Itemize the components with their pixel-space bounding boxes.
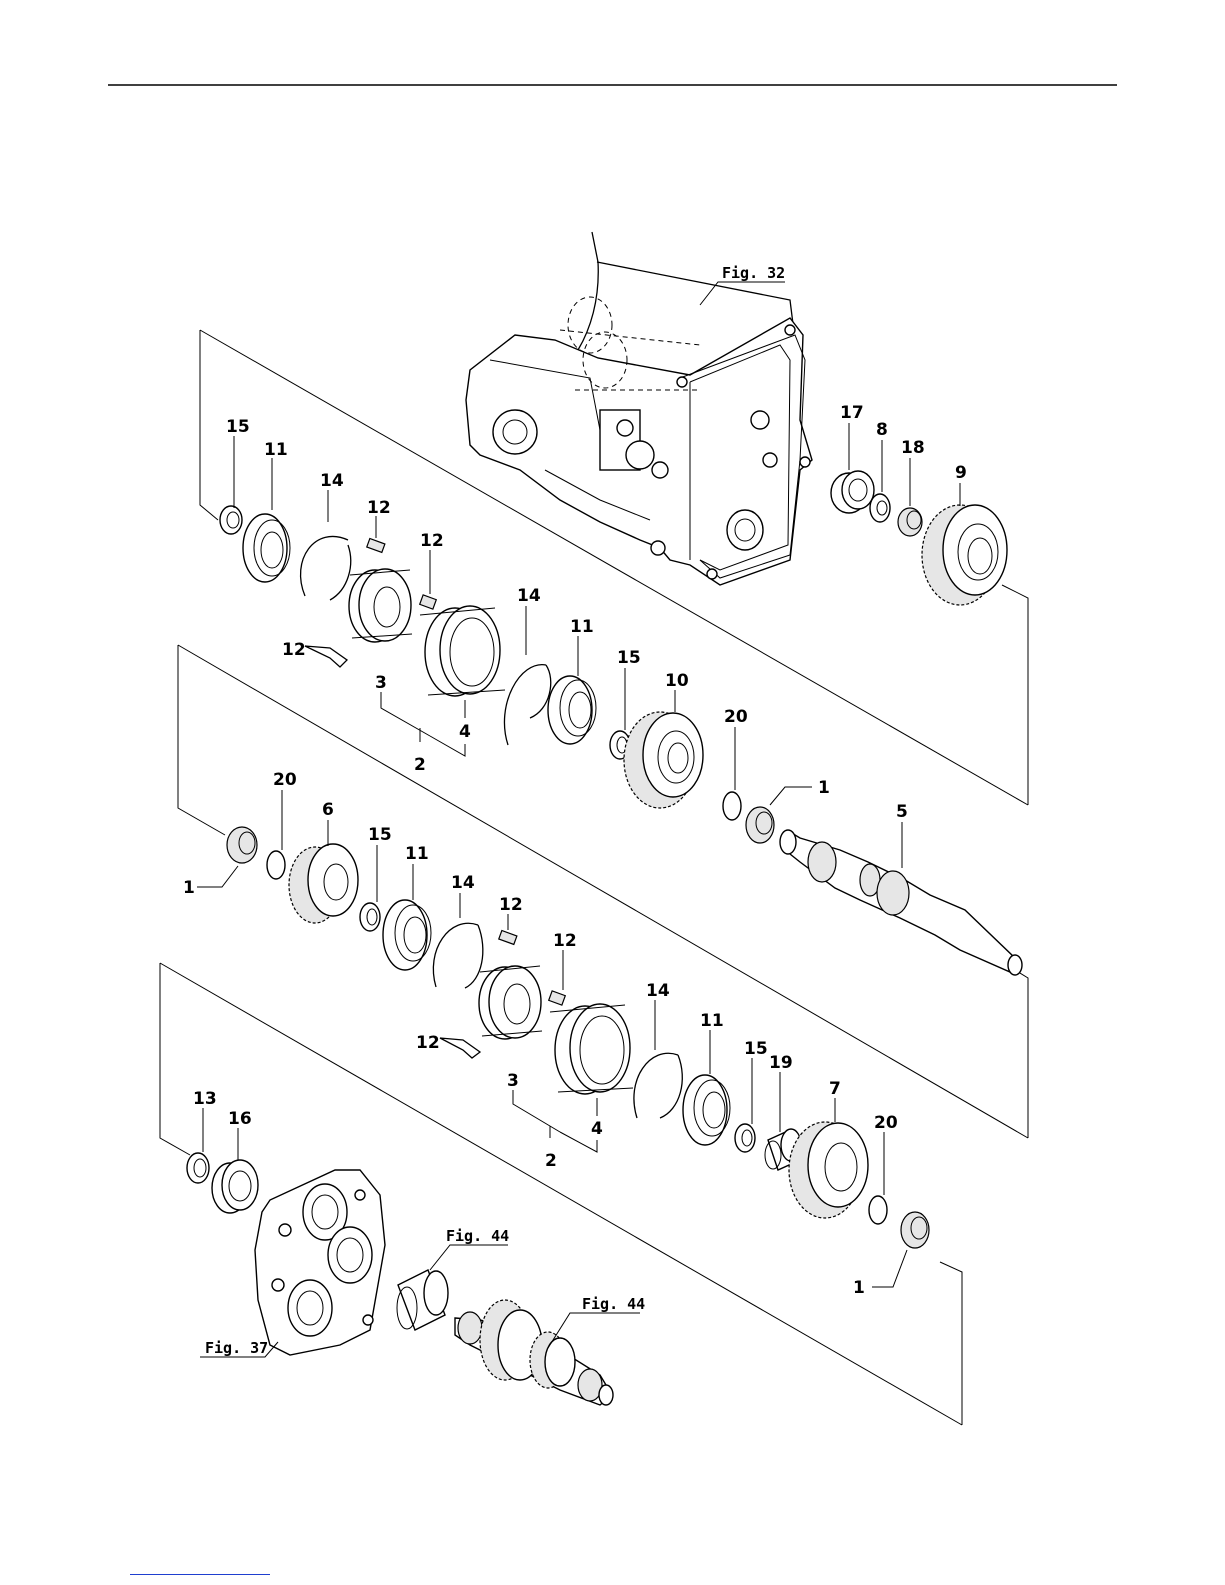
callout-14-b: 14 <box>517 586 541 606</box>
bearing-16 <box>212 1128 258 1213</box>
callout-14-a: 14 <box>320 471 344 491</box>
callout-20-b: 20 <box>273 770 297 790</box>
callout-11-b: 11 <box>570 617 594 637</box>
callout-12-c: 12 <box>282 640 306 660</box>
callout-3-a: 3 <box>375 673 387 693</box>
callout-12-b: 12 <box>420 531 444 551</box>
callout-4-a: 4 <box>459 722 471 742</box>
callout-11-a: 11 <box>264 440 288 460</box>
needle-bearing-1-upper <box>746 787 812 843</box>
synchro-ring-11-middle-b <box>683 1030 730 1145</box>
key-12-middle-top <box>499 914 517 944</box>
callout-12-a: 12 <box>367 498 391 518</box>
spring-14-middle-b <box>634 1000 682 1118</box>
callout-6: 6 <box>322 800 334 820</box>
spring-14-middle <box>433 893 483 988</box>
callout-14-c: 14 <box>451 873 475 893</box>
callout-11-d: 11 <box>700 1011 724 1031</box>
callout-17: 17 <box>840 403 864 423</box>
key-12-middle-left <box>440 1038 480 1058</box>
callout-13: 13 <box>193 1089 217 1109</box>
gear-7 <box>789 1098 868 1218</box>
callout-8: 8 <box>876 420 888 440</box>
gear-9 <box>922 483 1007 605</box>
countershaft-fig44 <box>455 1300 640 1405</box>
callout-1-a: 1 <box>818 778 830 798</box>
snap-ring-15-middle <box>360 845 380 931</box>
synchro-ring-11-middle <box>383 864 431 970</box>
callout-7: 7 <box>829 1079 841 1099</box>
callout-4-b: 4 <box>591 1119 603 1139</box>
transmission-housing <box>466 232 812 585</box>
callout-12-e: 12 <box>553 931 577 951</box>
sleeve-4-upper <box>420 606 505 718</box>
callout-20-a: 20 <box>724 707 748 727</box>
callout-15-b: 15 <box>617 648 641 668</box>
bracket-2-middle <box>513 1090 597 1152</box>
callout-20-c: 20 <box>874 1113 898 1133</box>
spring-14-upper-b <box>504 606 550 745</box>
key-12-upper-top <box>367 516 385 552</box>
callout-19: 19 <box>769 1053 793 1073</box>
callout-5: 5 <box>896 802 908 822</box>
callout-12-d: 12 <box>499 895 523 915</box>
synchro-ring-11-upper <box>243 458 290 582</box>
key-12-middle-right <box>549 950 566 1005</box>
callout-1-c: 1 <box>853 1278 865 1298</box>
callout-14-d: 14 <box>646 981 670 1001</box>
needle-bearing-18 <box>898 458 922 536</box>
key-12-upper-left <box>305 646 347 667</box>
bearing-17 <box>831 423 874 513</box>
snap-ring-15-middle-b <box>735 1058 755 1152</box>
callout-15-a: 15 <box>226 417 250 437</box>
gear-6 <box>289 820 358 923</box>
callout-2-b: 2 <box>545 1151 557 1171</box>
fig32-label: Fig. 32 <box>722 264 785 282</box>
spring-14-upper <box>301 490 351 600</box>
snap-ring-15-upper <box>220 436 242 534</box>
callout-15-d: 15 <box>744 1039 768 1059</box>
fig44-label-lower: Fig. 44 <box>582 1295 645 1313</box>
snap-ring-20-lower <box>869 1132 887 1224</box>
callout-3-b: 3 <box>507 1071 519 1091</box>
callout-9: 9 <box>955 463 967 483</box>
callout-2-a: 2 <box>414 755 426 775</box>
callout-15-c: 15 <box>368 825 392 845</box>
gear-10 <box>624 690 703 808</box>
snap-ring-20-middle <box>267 790 285 879</box>
callout-18: 18 <box>901 438 925 458</box>
callout-10: 10 <box>665 671 689 691</box>
snap-ring-20-upper <box>723 727 741 820</box>
footer-link-underline[interactable] <box>130 1574 270 1575</box>
needle-bearing-1-middle <box>197 827 257 887</box>
synchro-ring-11-upper-b <box>548 636 596 744</box>
callout-16: 16 <box>228 1109 252 1129</box>
callout-12-f: 12 <box>416 1033 440 1053</box>
main-shaft-5 <box>780 822 1022 975</box>
callout-11-c: 11 <box>405 844 429 864</box>
callout-1-b: 1 <box>183 878 195 898</box>
bracket-2-upper <box>381 692 465 756</box>
washer-8 <box>870 440 890 522</box>
sleeve-4-middle <box>550 1004 633 1116</box>
snap-ring-13 <box>187 1108 209 1183</box>
key-12-upper-right <box>420 550 437 609</box>
fig44-label-upper: Fig. 44 <box>446 1227 509 1245</box>
synchro-hub-3-middle <box>479 966 542 1039</box>
fig37-label: Fig. 37 <box>205 1339 268 1357</box>
synchro-hub-3-upper <box>349 569 412 642</box>
